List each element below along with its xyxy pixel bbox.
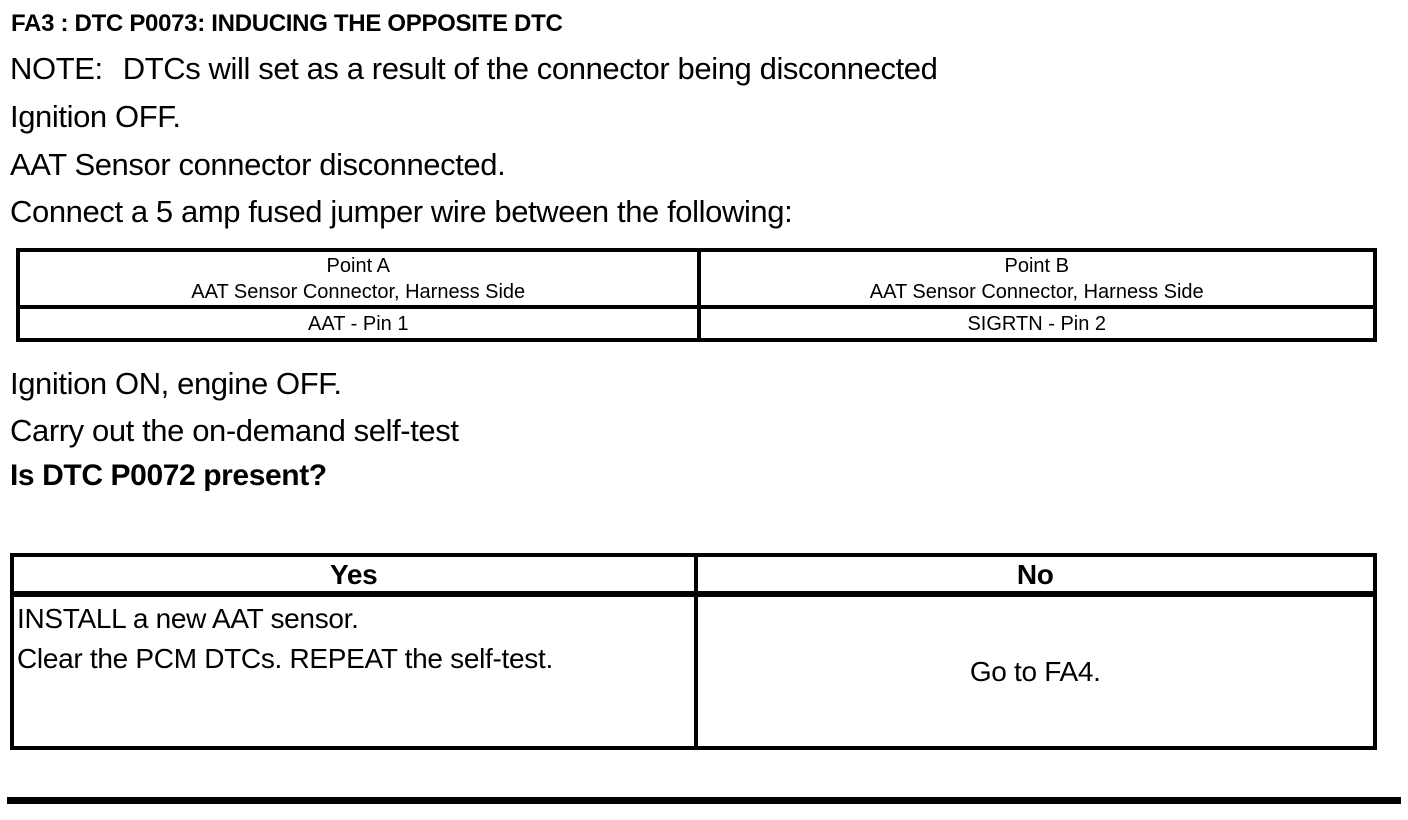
yes-action-line-1: INSTALL a new AAT sensor. bbox=[17, 603, 359, 634]
point-a-pin-cell: AAT - Pin 1 bbox=[308, 313, 409, 335]
point-b-pin-cell: SIGRTN - Pin 2 bbox=[967, 313, 1107, 335]
yes-action-line-2: Clear the PCM DTCs. REPEAT the self-test… bbox=[17, 643, 553, 674]
note-text: DTCs will set as a result of the connect… bbox=[122, 51, 938, 86]
point-a-title: Point A bbox=[326, 255, 390, 277]
note-label: NOTE: bbox=[10, 51, 103, 86]
point-a-subtitle: AAT Sensor Connector, Harness Side bbox=[191, 281, 526, 303]
step-ignition-off: Ignition OFF. bbox=[10, 99, 181, 134]
note-line: NOTE: DTCs will set as a result of the co… bbox=[10, 51, 938, 87]
point-b-subtitle: AAT Sensor Connector, Harness Side bbox=[869, 281, 1204, 303]
yes-header: Yes bbox=[14, 557, 694, 597]
yes-action-cell: INSTALL a new AAT sensor. Clear the PCM … bbox=[14, 597, 694, 746]
point-a-header: Point A AAT Sensor Connector, Harness Si… bbox=[20, 252, 697, 309]
question-line: Is DTC P0072 present? bbox=[10, 459, 327, 492]
decision-column-yes: Yes INSTALL a new AAT sensor. Clear the … bbox=[14, 557, 694, 746]
no-header: No bbox=[697, 557, 1373, 597]
jumper-table-column-point-a: Point A AAT Sensor Connector, Harness Si… bbox=[20, 252, 697, 338]
page-divider-rule bbox=[7, 797, 1401, 804]
step-sensor-disconnected: AAT Sensor connector disconnected. bbox=[10, 147, 506, 182]
step-ignition-on: Ignition ON, engine OFF. bbox=[10, 366, 342, 401]
point-b-title: Point B bbox=[1004, 255, 1069, 277]
jumper-table-column-point-b: Point B AAT Sensor Connector, Harness Si… bbox=[696, 252, 1373, 338]
decision-table: Yes INSTALL a new AAT sensor. Clear the … bbox=[10, 553, 1377, 750]
page-title: FA3 : DTC P0073: INDUCING THE OPPOSITE D… bbox=[11, 10, 563, 37]
point-b-header: Point B AAT Sensor Connector, Harness Si… bbox=[700, 252, 1373, 309]
step-connect-jumper: Connect a 5 amp fused jumper wire betwee… bbox=[10, 194, 793, 229]
step-self-test: Carry out the on-demand self-test bbox=[10, 413, 459, 448]
no-action-cell: Go to FA4. bbox=[969, 655, 1101, 687]
jumper-wire-table: Point A AAT Sensor Connector, Harness Si… bbox=[16, 248, 1377, 342]
decision-column-no: No Go to FA4. bbox=[693, 557, 1373, 746]
